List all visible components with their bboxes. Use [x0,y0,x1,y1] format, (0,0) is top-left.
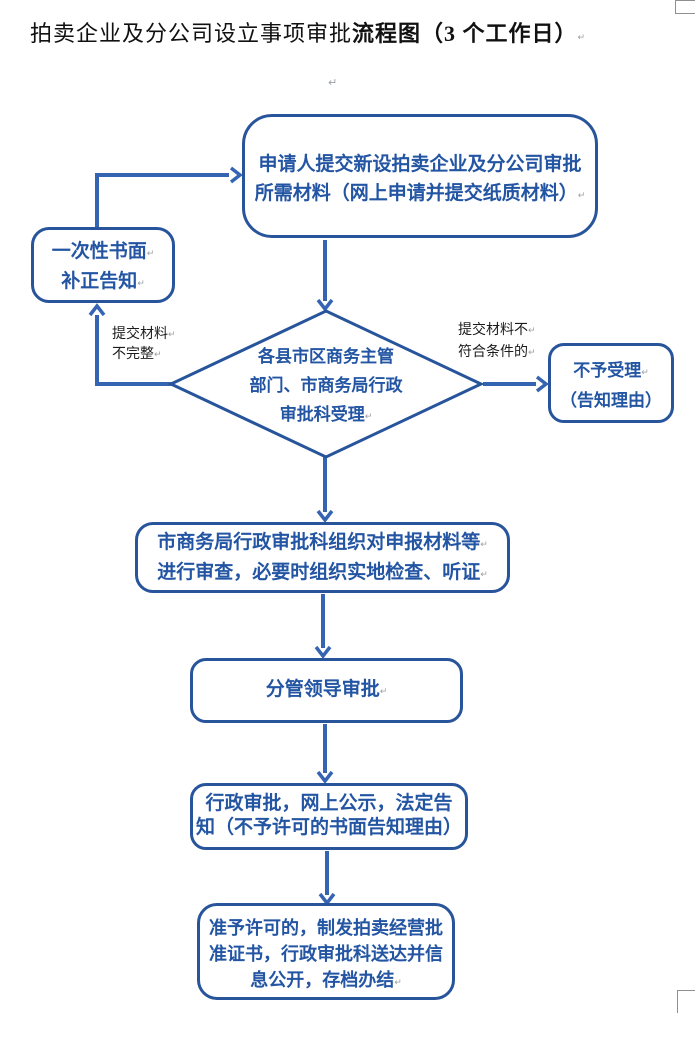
node-text: 不予受理 [573,361,642,380]
condition-label-incomplete-materials: 提交材料↵ 不完整↵ [112,325,176,365]
node-text-line: 知（不予许可的书面告知理由） [193,816,465,840]
node-text-line: 不予受理↵ [551,357,671,387]
page-title-normal: 拍卖企业及分公司设立事项审批 [30,21,353,46]
page-title: 拍卖企业及分公司设立事项审批流程图（3 个工作日）↵ [30,16,670,48]
arrowhead-down-icon [318,892,336,906]
arrowhead-right-icon [229,166,243,184]
arrowhead-up-icon [88,303,106,317]
condition-label-nonconforming-materials: 提交材料不↵ 符合条件的↵ [458,320,536,364]
node-text: 进行审查，必要时组织实地检查、听证 [157,562,481,583]
flow-node-material-review: 市商务局行政审批科组织对申报材料等↵ 进行审查，必要时组织实地检查、听证↵ [135,522,510,593]
label-line: 提交材料不↵ [458,320,536,342]
node-text: 息公开，存档办结 [250,970,395,990]
arrowhead-down-icon [316,770,334,784]
paragraph-mark-icon: ↵ [528,326,536,336]
paragraph-mark-icon: ↵ [328,76,338,89]
paragraph-mark-icon: ↵ [146,249,155,259]
arrowhead-right-icon [535,375,549,393]
node-text-line: 一次性书面↵ [34,238,172,268]
label-line: 符合条件的↵ [458,342,536,364]
paragraph-mark-icon: ↵ [137,279,145,289]
node-text-line: 息公开，存档办结↵ [200,967,452,996]
label-text: 不完整 [112,347,154,362]
node-text-line: 所需材料（网上申请并提交纸质材料）↵ [245,179,595,211]
node-text-line: 补正告知↵ [34,268,172,298]
page-boundary-mark-top-right [675,0,695,14]
node-text: 补正告知 [61,271,138,292]
node-text: 行政审批，网上公示，法定告 [205,793,453,814]
paragraph-mark-icon: ↵ [168,330,176,340]
paragraph-mark-icon: ↵ [577,33,587,43]
node-text-line: 审批科受理↵ [191,400,461,432]
node-text-line: 部门、市商务局行政 [191,371,461,400]
node-text: 所需材料（网上申请并提交纸质材料） [254,183,578,204]
node-text: 分管领导审批 [265,679,380,700]
decision-diamond-shape [167,309,485,459]
node-text: （告知理由） [560,391,662,410]
node-text: 准证书，行政审批科送达并信 [209,944,443,964]
node-text: 申请人提交新设拍卖企业及分公司审批 [258,154,582,175]
arrow-decision-to-supplement [95,315,172,386]
flow-node-administrative-approval: 行政审批，网上公示，法定告 知（不予许可的书面告知理由） [190,783,468,850]
arrowhead-down-icon [316,298,334,312]
label-text: 提交材料不 [458,323,528,338]
label-text: 提交材料 [112,327,168,342]
node-text: 准予许可的，制发拍卖经营批 [209,918,443,938]
node-text: 市商务局行政审批科组织对申报材料等 [157,532,481,553]
node-text-line: 进行审查，必要时组织实地检查、听证↵ [138,559,507,589]
page-title-bold: 流程图（3 个工作日） [352,21,578,46]
node-text-line: 准证书，行政审批科送达并信 [200,941,452,967]
paragraph-mark-icon: ↵ [480,540,488,550]
node-text: 知（不予许可的书面告知理由） [195,817,462,838]
label-line: 不完整↵ [112,345,176,365]
paragraph-mark-icon: ↵ [577,191,586,201]
node-text-line: 各县市区商务主管 [191,342,461,371]
node-text-line: （告知理由） [551,387,671,414]
paragraph-mark-icon: ↵ [641,368,649,378]
arrowhead-down-icon [316,509,334,523]
node-text: 各县市区商务主管 [258,347,394,366]
arrow-supplement-to-submit [95,173,229,228]
paragraph-mark-icon: ↵ [528,348,536,358]
node-text: 一次性书面 [51,241,147,262]
flow-node-leader-approval: 分管领导审批↵ [190,658,463,723]
arrowhead-down-icon [314,645,332,659]
node-text-line: 准予许可的，制发拍卖经营批 [200,915,452,941]
paragraph-mark-icon: ↵ [480,570,488,580]
paragraph-mark-icon: ↵ [394,978,402,988]
label-line: 提交材料↵ [112,325,176,345]
flow-node-reject: 不予受理↵ （告知理由） [548,343,674,423]
node-text-line: 申请人提交新设拍卖企业及分公司审批 [245,150,595,179]
label-text: 符合条件的 [458,345,528,360]
node-text: 部门、市商务局行政 [249,376,403,395]
node-text-line: 行政审批，网上公示，法定告 [193,792,465,816]
flow-node-acceptance-decision: 各县市区商务主管 部门、市商务局行政 审批科受理↵ [191,342,461,432]
paragraph-mark-icon: ↵ [154,350,162,360]
flow-node-submit-materials: 申请人提交新设拍卖企业及分公司审批 所需材料（网上申请并提交纸质材料）↵ [242,114,598,238]
flow-node-issue-certificate: 准予许可的，制发拍卖经营批 准证书，行政审批科送达并信 息公开，存档办结↵ [197,903,455,1000]
page-boundary-mark-bottom-right [677,990,695,1013]
paragraph-mark-icon: ↵ [364,412,373,422]
flow-node-written-supplement-notice: 一次性书面↵ 补正告知↵ [31,227,175,303]
node-text: 审批科受理 [279,405,365,424]
paragraph-mark-icon: ↵ [379,687,388,697]
node-text-line: 市商务局行政审批科组织对申报材料等↵ [138,529,507,559]
